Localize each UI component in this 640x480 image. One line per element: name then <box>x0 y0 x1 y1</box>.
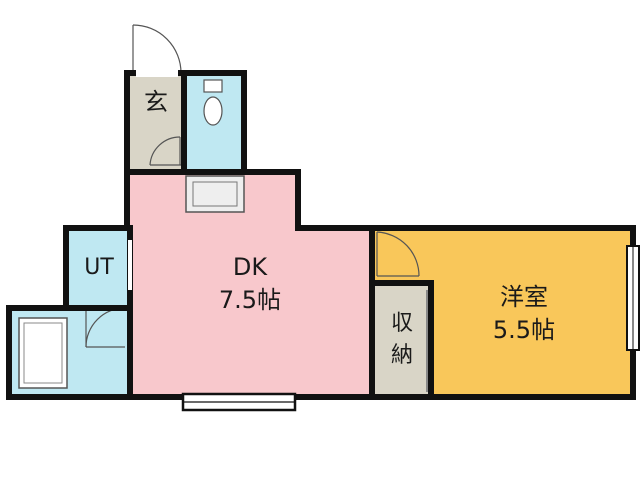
entrance-door-swing <box>132 24 182 74</box>
western-room-window <box>626 245 640 351</box>
entrance-inner-step <box>149 136 182 166</box>
dk-floor <box>130 172 372 397</box>
western-room-size: 5.5帖 <box>493 316 555 344</box>
storage-label-line2: 納 <box>391 343 413 368</box>
utility-label: UT <box>84 255 114 280</box>
storage-label-line1: 収 <box>391 311 413 336</box>
utility-floor <box>66 228 130 305</box>
entrance-label: 玄 <box>144 88 168 116</box>
western-room-door-swing <box>376 231 420 277</box>
storage-floor <box>375 283 429 396</box>
door-openings <box>136 69 178 77</box>
entrance-floor <box>127 73 182 173</box>
western-room-label: 洋室 <box>500 283 548 311</box>
toilet-fixture <box>203 79 223 126</box>
bathtub <box>18 317 68 389</box>
dk-label: DK <box>233 253 268 281</box>
dk-size: 7.5帖 <box>219 286 281 314</box>
kitchen-counter <box>185 175 245 213</box>
dk-window <box>181 392 297 412</box>
